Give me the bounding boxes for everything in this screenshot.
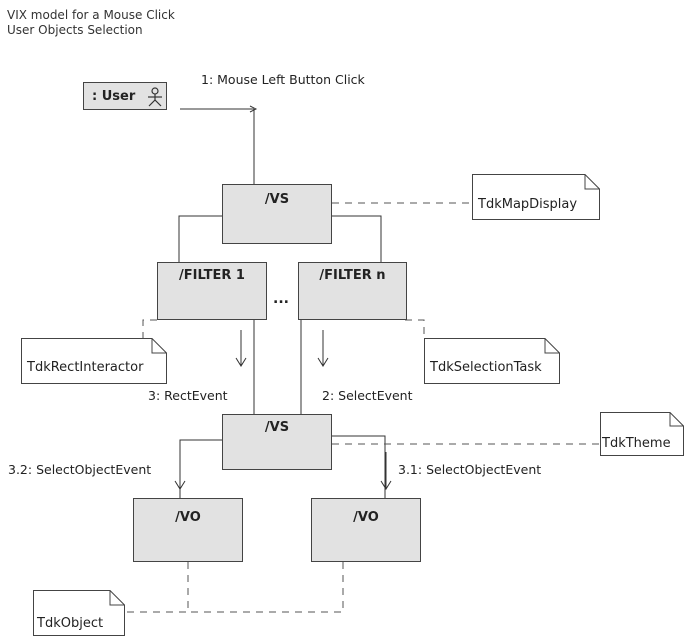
note-icon xyxy=(21,338,167,384)
vs-to-vo-left-line xyxy=(179,439,222,498)
filter-1-box[interactable]: /FILTER 1 xyxy=(157,262,267,320)
vo-left-box[interactable]: /VO xyxy=(133,498,243,562)
filter-n-box[interactable]: /FILTER n xyxy=(298,262,407,320)
select-object-right-arrowhead xyxy=(380,480,392,490)
filter-1-label: /FILTER 1 xyxy=(179,268,245,283)
message-label-1: 1: Mouse Left Button Click xyxy=(201,72,365,87)
user-link-arrowhead xyxy=(249,105,258,113)
note-object-label: TdkObject xyxy=(37,616,104,631)
vo-right-object-dashed-link xyxy=(188,562,344,613)
diagram-subtitle: User Objects Selection xyxy=(7,23,143,37)
vs-mid-label: /VS xyxy=(264,420,290,435)
vo-left-object-dashed-link xyxy=(124,562,189,613)
vo-right-label: /VO xyxy=(353,510,379,525)
selection-task-dashed-link xyxy=(405,319,425,338)
note-icon xyxy=(600,412,684,456)
note-theme-label: TdkTheme xyxy=(602,436,671,451)
note-icon xyxy=(424,338,560,384)
actor-icon xyxy=(148,87,162,107)
vs-top-label: /VS xyxy=(264,192,290,207)
message-label-2: 2: SelectEvent xyxy=(322,388,413,403)
note-map-display[interactable]: TdkMapDisplay xyxy=(472,174,600,220)
note-map-display-label: TdkMapDisplay xyxy=(478,197,578,212)
note-selection-task[interactable]: TdkSelectionTask xyxy=(424,338,560,384)
user-actor-box[interactable]: : User xyxy=(83,82,167,110)
vo-right-box[interactable]: /VO xyxy=(311,498,421,562)
rect-event-arrowhead xyxy=(235,357,247,367)
vs-mid-box[interactable]: /VS xyxy=(222,414,332,470)
note-icon xyxy=(472,174,600,220)
vs-to-filter1-line xyxy=(178,215,222,262)
note-rect-interactor[interactable]: TdkRectInteractor xyxy=(21,338,167,384)
message-label-3-2: 3.2: SelectObjectEvent xyxy=(8,462,152,477)
note-rect-interactor-label: TdkRectInteractor xyxy=(27,360,144,375)
message-label-3: 3: RectEvent xyxy=(148,388,228,403)
select-event-arrowhead xyxy=(317,357,329,367)
user-label: : User xyxy=(92,89,136,104)
note-icon xyxy=(33,590,125,636)
filter-ellipsis: ... xyxy=(273,291,289,307)
note-theme[interactable]: TdkTheme xyxy=(600,412,684,456)
select-object-left-arrowhead xyxy=(174,480,186,490)
vs-to-filtern-line xyxy=(330,215,382,262)
vo-left-label: /VO xyxy=(175,510,201,525)
vs-top-box[interactable]: /VS xyxy=(222,184,332,244)
note-object[interactable]: TdkObject xyxy=(33,590,125,636)
note-selection-task-label: TdkSelectionTask xyxy=(430,360,542,375)
filter-n-label: /FILTER n xyxy=(319,268,386,283)
message-label-3-1: 3.1: SelectObjectEvent xyxy=(398,462,542,477)
vs-to-vo-right-line xyxy=(330,435,386,498)
diagram-title: VIX model for a Mouse Click xyxy=(7,8,175,22)
rect-interactor-dashed-link xyxy=(142,319,157,338)
